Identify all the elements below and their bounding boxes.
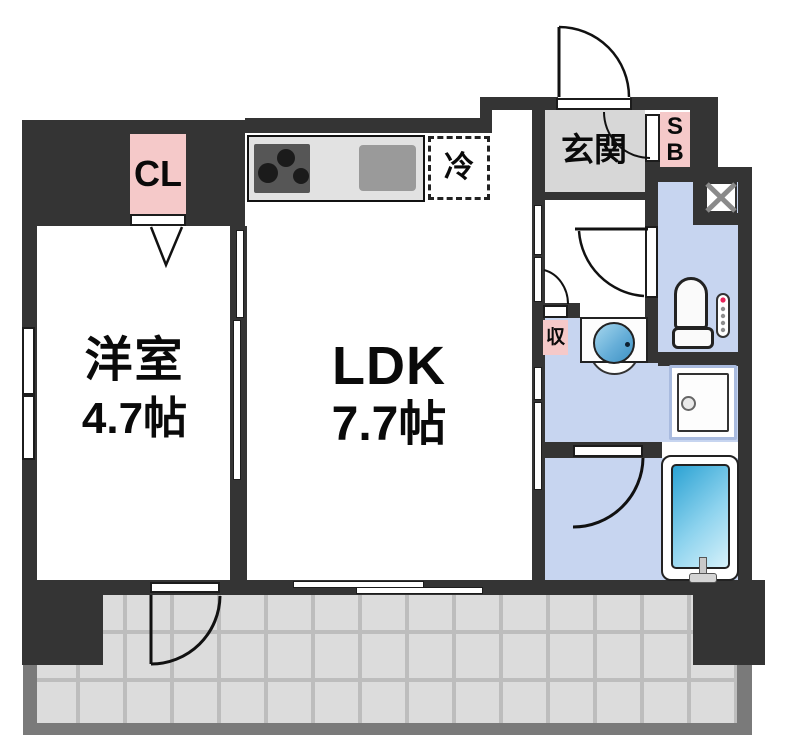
closet-sill (130, 214, 186, 226)
wall-toilet-bottom (658, 352, 738, 366)
bathtub-inner (671, 464, 730, 569)
ldk-window-panel-right (356, 587, 483, 594)
western-room-size: 4.7帖 (81, 394, 188, 443)
refrigerator-label: 冷 (444, 151, 474, 185)
shoe-box-label: S (666, 113, 683, 141)
wall-genkan-step (543, 192, 645, 200)
wall-toilet-top (690, 167, 752, 182)
pipe-space-box (705, 182, 737, 213)
wall-kitchen-north (245, 118, 492, 133)
entrance-label: 玄関 (561, 131, 627, 168)
bath-faucet-base (689, 573, 717, 583)
toilet-tank (672, 327, 714, 349)
closet-box: CL (130, 134, 186, 214)
closet-label: CL (134, 153, 182, 195)
storage-box: 収 (543, 320, 568, 355)
west-room-window-lower (22, 395, 35, 460)
wall-step (480, 97, 492, 133)
bathroom-door-leaf (573, 445, 643, 457)
storage-door-arc (543, 269, 569, 305)
balcony-tiles (37, 595, 737, 723)
wall-ps-left (693, 182, 705, 225)
stove-burner-icon (277, 149, 295, 167)
toilet-bowl (674, 277, 708, 329)
storage-door-leaf (543, 305, 568, 318)
washer-drain (681, 396, 696, 411)
washroom-sliding-panel-lower (534, 402, 542, 490)
balcony-door-panel (150, 582, 220, 593)
toilet-door-arc (577, 230, 645, 298)
wall-ps-bottom (705, 213, 752, 225)
washroom-sliding-panel-upper (534, 367, 542, 400)
hall-sliding-panel-upper (534, 205, 542, 255)
ldk-size: 7.7帖 (331, 398, 447, 451)
hall-sliding-panel-lower (534, 257, 542, 302)
shoe-box-label: B (666, 138, 684, 166)
storage-label: 収 (545, 326, 565, 348)
entrance-door-arc (558, 25, 631, 98)
basin-faucet-dot (625, 342, 630, 347)
stove-burner-icon (293, 168, 309, 184)
wall-under-shoebox (658, 162, 690, 182)
wall-entry-north-left (490, 97, 558, 110)
entrance-threshold (556, 98, 632, 110)
closet-door-marker (149, 226, 184, 269)
western-room-label: 洋室 (84, 334, 185, 387)
shoe-box: S B (660, 112, 690, 167)
stove-burner-icon (258, 163, 278, 183)
entrance-inner-door-leaf (645, 114, 660, 162)
refrigerator-space: 冷 (428, 136, 490, 200)
toilet-door-leaf (645, 226, 658, 298)
wall-right-outer (738, 167, 752, 595)
west-room-window-upper (22, 327, 35, 395)
balcony-block-left (22, 580, 103, 665)
partition-sliding-panel-lower (233, 320, 241, 480)
ldk-label: LDK (332, 336, 446, 396)
partition-sliding-panel-upper (236, 230, 244, 318)
balcony-block-right (693, 583, 765, 665)
toilet-remote (716, 293, 730, 338)
kitchen-sink (359, 145, 416, 191)
